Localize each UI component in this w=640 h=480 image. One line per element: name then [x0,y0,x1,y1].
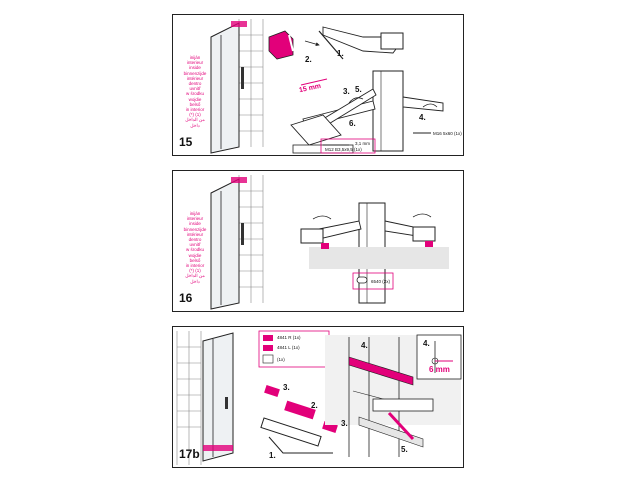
part-label-right: 4841 R (1x) [277,335,301,340]
step-label-3: 3. [343,87,350,96]
step-number-16: 16 [179,291,193,305]
step-label-6: 6. [349,119,356,128]
screw-label-b: M12 B3,5x9,5 (1x) [325,147,362,152]
screw-label-c: M16 5x60 (1x) [433,131,462,136]
step-label-4b: 4. [423,339,430,348]
step-number-17b: 17b [179,447,200,461]
step-16-illustration [210,175,449,310]
measure-6mm: 6 mm [429,365,450,374]
step-label-5: 5. [401,445,408,454]
plug-label: 6540 (2x) [371,279,391,284]
step-number-15: 15 [179,135,193,149]
step-label-3: 3. [283,383,290,392]
step-15-illustration [210,19,444,154]
part-label-left: 4841 L (1x) [277,345,300,350]
screw-label-a: 3,1 mm [355,141,371,146]
part-label-plug: (1x) [277,357,285,362]
step-17b-panel: 4841 R (1x) 4841 L (1x) (1x) 1. 2. 3. 3.… [172,326,464,468]
step-label-2: 2. [305,55,312,64]
step-label-3b: 3. [341,419,348,428]
step-label-1: 1. [269,451,276,460]
step-label-1: 1. [337,49,344,58]
step-label-4: 4. [361,341,368,350]
step-label-4: 4. [419,113,426,122]
step-label-5: 5. [355,85,362,94]
step-17b-illustration [176,330,462,465]
step-label-2: 2. [311,401,318,410]
